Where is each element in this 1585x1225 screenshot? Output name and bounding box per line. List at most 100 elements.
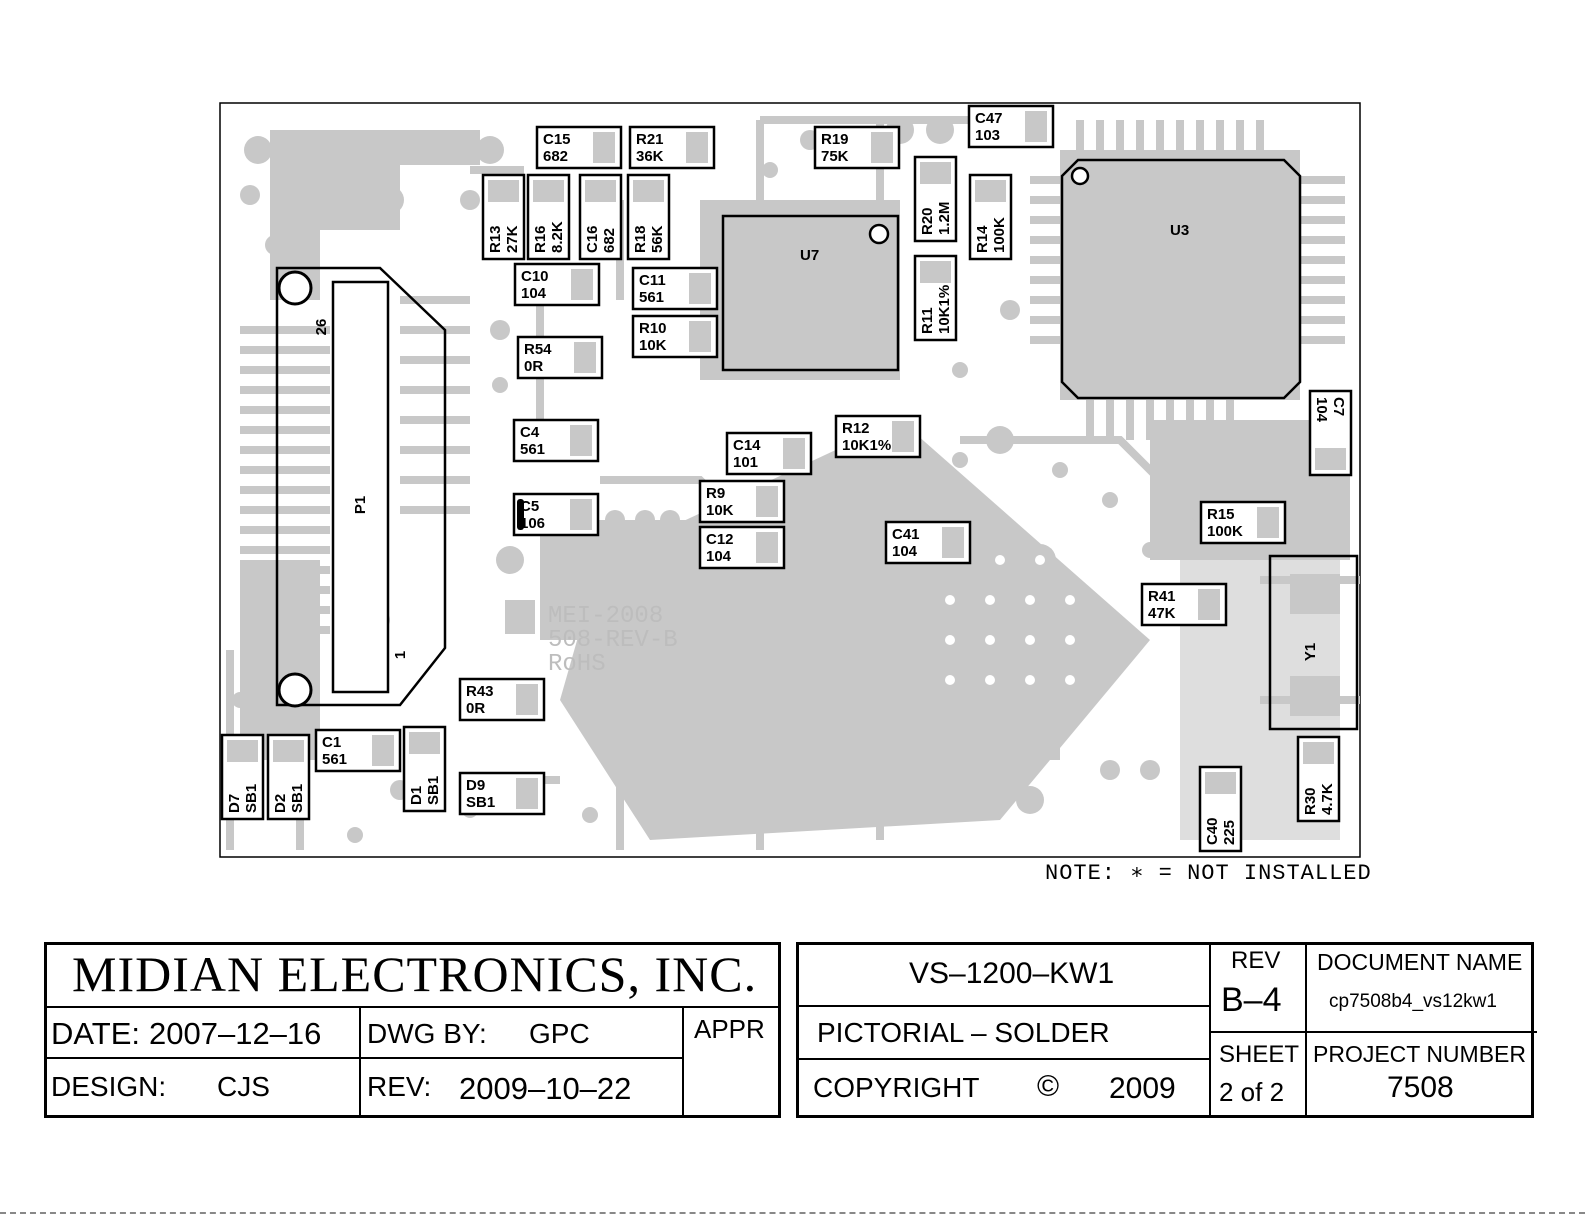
component-pad <box>516 684 538 715</box>
sheet-cell: SHEET 2 of 2 <box>1209 1031 1307 1118</box>
component-pad <box>920 261 951 283</box>
dwg-by-cell: DWG BY: GPC <box>359 1006 684 1059</box>
doc-name-label: DOCUMENT NAME <box>1317 949 1523 975</box>
component-ref: C16 <box>584 225 601 253</box>
doc-name-value: cp7508b4_vs12kw1 <box>1329 991 1497 1012</box>
component-pad <box>1198 589 1220 620</box>
component-ref: R16 <box>532 225 549 253</box>
component-value: 10K <box>706 502 734 519</box>
model-name: VS‒1200‒KW1 <box>909 957 1115 990</box>
component-value: 104 <box>521 285 547 302</box>
component-value: SB1 <box>425 776 442 805</box>
component-value: SB1 <box>466 794 495 811</box>
component-ref: D9 <box>466 777 485 794</box>
title-block-left: MIDIAN ELECTRONICS, INC. DATE: 2007‒12‒1… <box>44 942 781 1118</box>
component-ref: C11 <box>639 272 666 289</box>
component-ref: C5 <box>520 498 539 515</box>
component-value: 561 <box>639 289 664 306</box>
component-ref: R15 <box>1207 506 1235 523</box>
component-ref: R9 <box>706 485 725 502</box>
component-pad <box>1315 448 1346 470</box>
component-pad <box>871 132 893 163</box>
chip-u3: U3 <box>1060 158 1302 400</box>
c5-polarity-mark <box>517 499 524 530</box>
mounting-hole <box>277 270 313 306</box>
component-value: 104 <box>706 548 732 565</box>
doc-name-cell: DOCUMENT NAME cp7508b4_vs12kw1 <box>1305 945 1537 1033</box>
component-ref: R43 <box>466 683 494 700</box>
title-block-right: VS‒1200‒KW1 PICTORIAL ‒ SOLDER COPYRIGHT… <box>796 942 1537 1118</box>
copyright-year: 2009 <box>1109 1072 1176 1105</box>
connector-p1: P1 26 1 <box>275 266 447 708</box>
component-pad <box>1025 111 1047 142</box>
component-pad <box>273 740 304 762</box>
design-cell: DESIGN: CJS <box>47 1057 361 1118</box>
rev-date-value: 2009‒10‒22 <box>459 1071 632 1106</box>
component-ref: R41 <box>1148 588 1176 605</box>
component-ref: C47 <box>975 110 1003 127</box>
component-ref: R19 <box>821 131 849 148</box>
component-value: 101 <box>733 454 758 471</box>
component-value: 1.2M <box>936 202 953 235</box>
component-pad <box>633 180 664 202</box>
component-ref: R10 <box>639 320 667 337</box>
component-ref: C14 <box>733 437 761 454</box>
appr-cell: APPR <box>682 1006 781 1118</box>
component-value: 225 <box>1221 820 1238 845</box>
component-value: 36K <box>636 148 664 165</box>
component-value: 104 <box>1313 397 1330 423</box>
component-pad <box>892 421 914 452</box>
design-label: DESIGN: <box>51 1071 167 1102</box>
component-ref: R18 <box>632 225 649 253</box>
view-cell: PICTORIAL ‒ SOLDER <box>799 1005 1211 1060</box>
p1-ref: P1 <box>352 496 369 514</box>
u7-ref: U7 <box>800 247 819 264</box>
page-edge-line <box>0 1212 1585 1214</box>
component-value: 75K <box>821 148 849 165</box>
component-pad <box>372 735 394 766</box>
component-pad <box>689 273 711 304</box>
component-ref: C15 <box>543 131 571 148</box>
date-value: 2007‒12‒16 <box>149 1016 322 1051</box>
copyright-cell: COPYRIGHT © 2009 <box>799 1058 1211 1118</box>
rev-label: REV <box>1231 947 1281 974</box>
silkscreen-line-3: RoHS <box>548 651 606 678</box>
project-number-cell: PROJECT NUMBER 7508 <box>1305 1031 1537 1118</box>
component-value: 8.2K <box>549 221 566 253</box>
component-value: 0R <box>524 358 543 375</box>
component-pad <box>409 732 440 754</box>
component-ref: R20 <box>919 207 936 235</box>
component-ref: C10 <box>521 268 549 285</box>
component-ref: C41 <box>892 526 920 543</box>
component-pad <box>1257 507 1279 538</box>
rev-date-label: REV: <box>367 1071 432 1102</box>
component-value: 103 <box>975 127 1000 144</box>
u3-ref: U3 <box>1170 222 1189 239</box>
silkscreen-line-1: MEI-2008 <box>548 603 663 630</box>
component-pad <box>689 321 711 352</box>
appr-label: APPR <box>694 1014 765 1044</box>
component-ref: R11 <box>919 307 936 334</box>
component-pad <box>975 180 1006 202</box>
dwg-by-label: DWG BY: <box>367 1018 487 1049</box>
component-ref: C4 <box>520 424 540 441</box>
sheet-label: SHEET <box>1219 1041 1300 1068</box>
